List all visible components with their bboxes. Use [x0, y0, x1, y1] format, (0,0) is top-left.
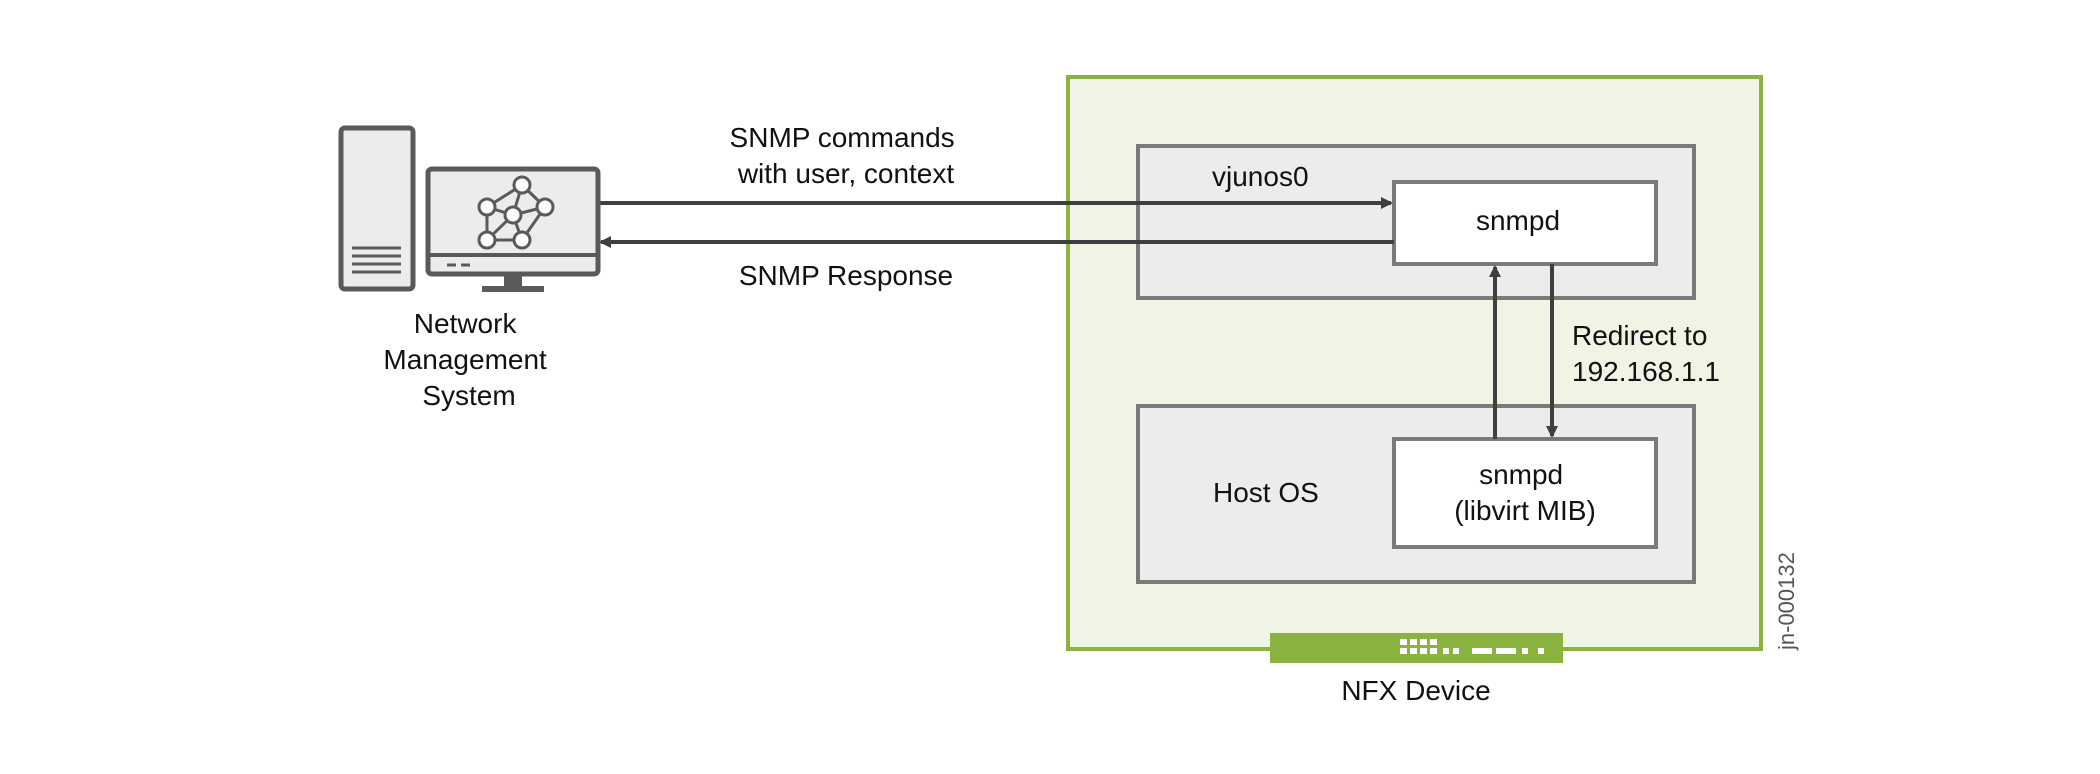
- redirect-label: Redirect to 192.168.1.1: [1572, 320, 1720, 387]
- nfx-device-label: NFX Device: [1341, 675, 1490, 706]
- nms-label-line-3: System: [422, 380, 515, 411]
- vjunos0-label: vjunos0: [1212, 161, 1309, 192]
- figure-id: jn-000132: [1774, 552, 1799, 651]
- snmpd-box-vjunos: [1392, 180, 1658, 266]
- nms-label: Network Management System: [383, 308, 554, 411]
- nms-label-line-2: Management: [383, 344, 547, 375]
- snmpd-host-label-line-1: snmpd: [1479, 459, 1563, 490]
- snmpd-box-host: [1392, 437, 1658, 549]
- redirect-label-line-1: Redirect to: [1572, 320, 1707, 351]
- network-management-computer-icon: [338, 125, 601, 292]
- snmpd-vjunos-label: snmpd: [1476, 205, 1560, 236]
- snmpd-host-label: snmpd (libvirt MIB): [1454, 459, 1596, 526]
- snmpd-host-label-line-2: (libvirt MIB): [1454, 495, 1596, 526]
- request-label-line-2: with user, context: [737, 158, 955, 189]
- nfx-device-faceplate-icon: [1270, 633, 1563, 663]
- request-label: SNMP commands with user, context: [730, 122, 963, 189]
- response-label: SNMP Response: [739, 260, 953, 291]
- host-os-label: Host OS: [1213, 477, 1319, 508]
- redirect-label-line-2: 192.168.1.1: [1572, 356, 1720, 387]
- request-label-line-1: SNMP commands: [730, 122, 955, 153]
- nms-label-line-1: Network: [414, 308, 518, 339]
